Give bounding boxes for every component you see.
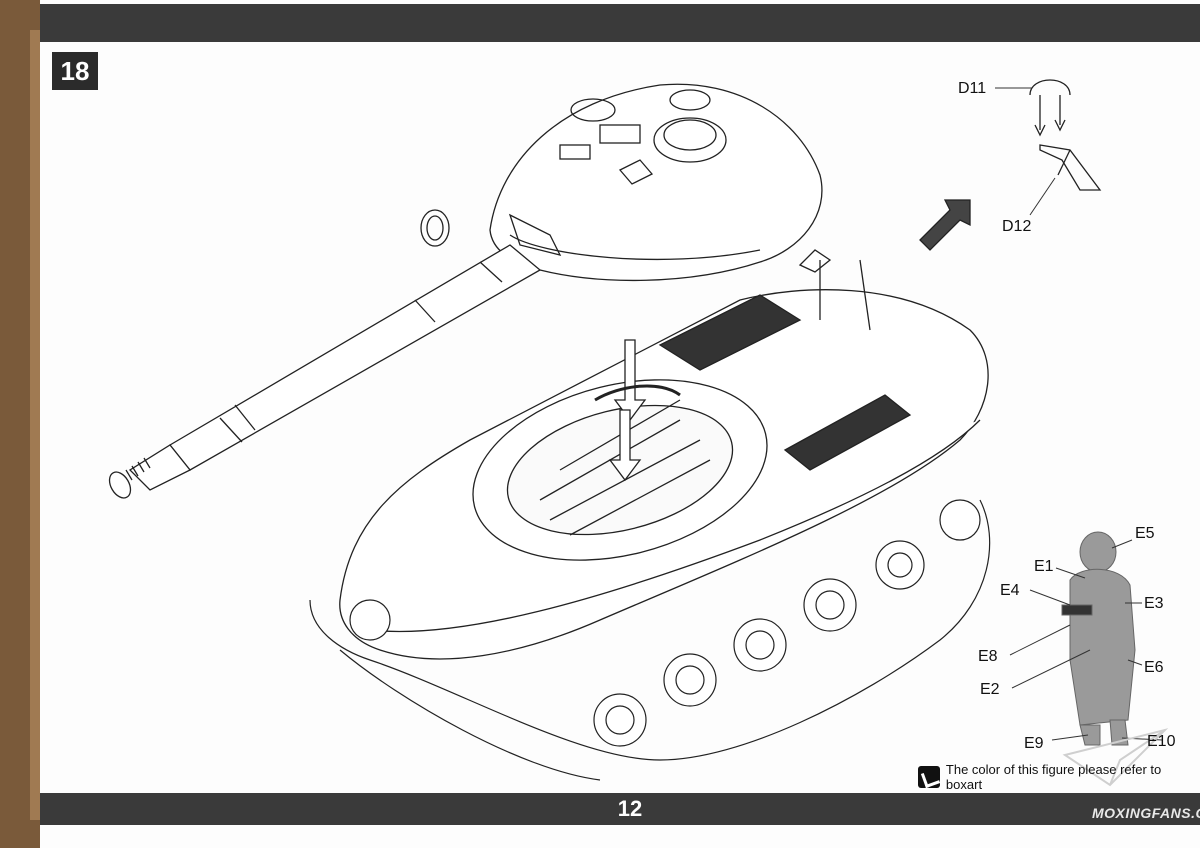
part-label-d12: D12 <box>1002 218 1032 235</box>
turret <box>420 83 823 282</box>
part-label-d11: D11 <box>958 80 987 97</box>
part-label-e8: E8 <box>978 648 998 665</box>
figure-color-note: The color of this figure please refer to… <box>918 762 1200 792</box>
site-watermark: MOXINGFANS.COM <box>1092 805 1200 821</box>
part-label-e2: E2 <box>980 681 1000 698</box>
watermark-logo <box>1062 728 1169 787</box>
page-number: 12 <box>617 796 643 821</box>
step-number: 18 <box>52 52 98 90</box>
leader-lines <box>995 87 1163 741</box>
instruction-page: 18 <box>40 0 1200 848</box>
part-label-e6: E6 <box>1144 659 1164 676</box>
part-label-e1: E1 <box>1034 558 1054 575</box>
install-arrows <box>594 199 971 482</box>
part-label-e4: E4 <box>1000 582 1020 599</box>
assembly-drawing <box>108 79 1169 787</box>
part-label-e5: E5 <box>1135 525 1155 542</box>
detail-d11-d12 <box>1029 79 1102 191</box>
top-bar <box>40 4 1200 42</box>
part-label-e10: E10 <box>1147 733 1176 750</box>
part-label-e9: E9 <box>1024 735 1044 752</box>
part-label-e3: E3 <box>1144 595 1164 612</box>
paint-brush-icon <box>918 766 940 788</box>
note-text: The color of this figure please refer to… <box>945 762 1162 792</box>
tracks <box>309 499 991 781</box>
gun-barrel <box>108 244 542 499</box>
binding-edge <box>30 30 42 820</box>
crew-figure <box>1061 531 1136 746</box>
bottom-bar <box>40 793 1200 825</box>
